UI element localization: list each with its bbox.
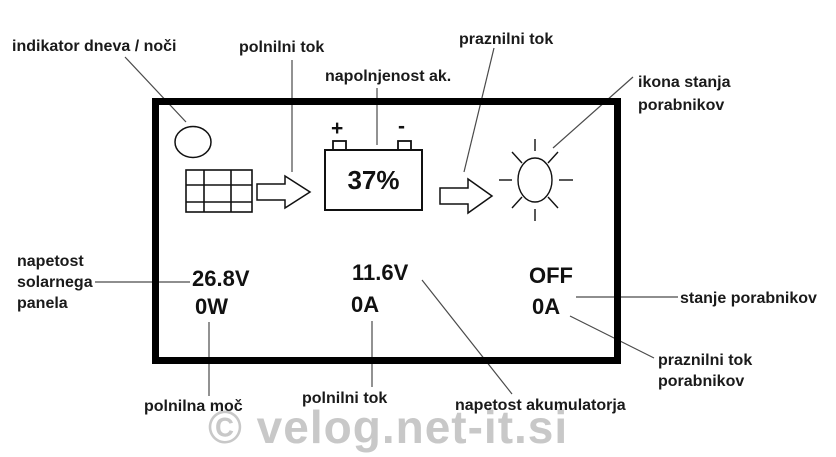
label-discharge-current: praznilni tok	[459, 31, 554, 48]
controller-display-panel	[152, 98, 621, 364]
leader-load-discharge	[569, 315, 655, 359]
discharge-arrow-icon	[439, 177, 494, 215]
leader-load-status-icon	[552, 76, 634, 149]
leader-day-night	[124, 56, 187, 123]
watermark: © velog.net-it.si	[208, 401, 569, 453]
battery-plus-sign: +	[331, 117, 344, 140]
battery-minus-sign: -	[398, 115, 405, 138]
leader-battery-voltage	[421, 279, 513, 395]
label-charging-current-bottom: polnilni tok	[302, 390, 388, 407]
label-day-night-indicator: indikator dneva / noči	[12, 38, 177, 55]
label-charging-power: polnilna moč	[144, 398, 243, 415]
value-battery-voltage: 11.6V	[352, 260, 409, 285]
label-charging-current-top: polnilni tok	[239, 39, 325, 56]
solar-panel-icon	[185, 169, 253, 213]
day-night-icon	[174, 125, 212, 159]
value-load-state: OFF	[529, 263, 573, 288]
value-solar-voltage: 26.8V	[192, 266, 250, 291]
battery-icon	[324, 140, 423, 211]
label-battery-charge: napolnjenost ak.	[325, 68, 452, 85]
value-charging-power: 0W	[195, 294, 228, 319]
label-solar-panel-voltage: napetost solarnega panela	[17, 253, 93, 312]
value-charging-current: 0A	[351, 292, 380, 317]
label-battery-voltage: napetost akumulatorja	[455, 397, 626, 414]
leader-discharge-current	[463, 47, 495, 173]
sun-icon	[499, 139, 573, 221]
label-load-discharge-current: praznilni tok porabnikov	[658, 352, 753, 390]
charge-arrow-icon	[256, 174, 312, 210]
battery-body	[324, 149, 423, 211]
value-load-current: 0A	[532, 294, 561, 319]
label-load-status-icon: ikona stanja porabnikov	[638, 74, 731, 114]
battery-charge-percent: 37%	[347, 165, 400, 195]
label-load-state: stanje porabnikov	[680, 290, 817, 307]
